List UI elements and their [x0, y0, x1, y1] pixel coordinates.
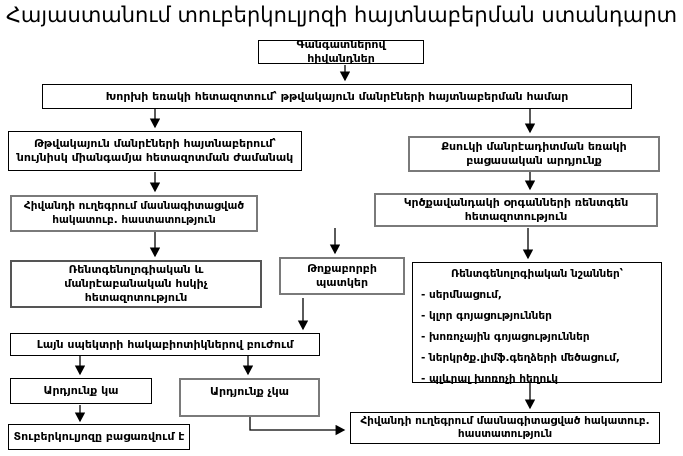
- node-pneumonia: Թոքաբորբի պատկեր: [279, 257, 405, 295]
- node-referral-2: Հիվանդի ուղեգրում մասնագիտացված հակատուբ…: [350, 412, 660, 444]
- node-xray-signs: Ռենտգենոլոգիական նշաններ՝ - սերմնացում, …: [412, 262, 662, 385]
- node-smear-negative-label: Քսուկի մանրէադիտման եռակի բացասական արդյ…: [441, 140, 627, 167]
- node-sputum-exam-label: Խորխի եռակի հետազոտում՝ թթվակայուն մանրէ…: [105, 89, 569, 103]
- node-result-yes: Արդյունք կա: [10, 378, 152, 404]
- node-chest-xray-label: Կրծքավանդակի օրգանների ռենտգեն հետազոտու…: [403, 196, 629, 223]
- node-tb-excluded: Տուբերկուլյոզը բացառվում է: [8, 424, 190, 450]
- node-result-yes-label: Արդյունք կա: [43, 384, 119, 398]
- node-antibiotics-label: Լայն սպեկտրի հակաբիոտիկներով բուժում: [36, 337, 294, 351]
- node-tb-excluded-label: Տուբերկուլյոզը բացառվում է: [13, 430, 185, 444]
- xray-sign-item: - սերմնացում,: [421, 289, 502, 302]
- node-antibiotics: Լայն սպեկտրի հակաբիոտիկներով բուժում: [10, 333, 320, 356]
- node-patients: Գանգատներով հիվանդներ: [258, 38, 424, 65]
- node-afb-found: Թթվակայուն մանրէների հայտնաբերում՝ նույն…: [8, 131, 302, 171]
- node-result-no-label: Արդյունք չկա: [210, 385, 289, 398]
- node-referral-1-label: Հիվանդի ուղեգրում մասնագիտացված հակատուբ…: [23, 200, 245, 226]
- node-result-no: Արդյունք չկա: [179, 378, 320, 417]
- page-title: Հայաստանում տուբերկուլյոզի հայտնաբերման …: [5, 3, 678, 27]
- xray-signs-header: Ռենտգենոլոգիական նշաններ՝: [450, 268, 624, 280]
- node-afb-found-label: Թթվակայուն մանրէների հայտնաբերում՝ նույն…: [16, 137, 294, 164]
- xray-sign-item: - կլոր գոյացություններ: [421, 310, 552, 323]
- arrow-resultno-to-referral2: [249, 417, 346, 436]
- node-referral-1: Հիվանդի ուղեգրում մասնագիտացված հակատուբ…: [10, 195, 258, 232]
- node-pneumonia-label: Թոքաբորբի պատկեր: [307, 262, 377, 289]
- node-sputum-exam: Խորխի եռակի հետազոտում՝ թթվակայուն մանրէ…: [42, 84, 632, 109]
- node-chest-xray: Կրծքավանդակի օրգանների ռենտգեն հետազոտու…: [374, 193, 658, 227]
- node-smear-negative: Քսուկի մանրէադիտման եռակի բացասական արդյ…: [408, 136, 660, 172]
- xray-sign-item: - ներկրծք.լիմֆ.գեղձերի մեծացում,: [421, 352, 620, 365]
- node-referral-2-label: Հիվանդի ուղեգրում մասնագիտացված հակատուբ…: [360, 414, 650, 440]
- xray-sign-item: - խոռոչային գոյացություններ: [421, 331, 590, 344]
- node-control-exam-label: Ռենտգենոլոգիական և մանրէաբանական հսկիչ հ…: [64, 263, 208, 304]
- xray-sign-item: - պլևրալ խոռոչի հեղուկ: [421, 373, 558, 386]
- node-patients-label: Գանգատներով հիվանդներ: [296, 38, 386, 65]
- node-control-exam: Ռենտգենոլոգիական և մանրէաբանական հսկիչ հ…: [10, 260, 262, 308]
